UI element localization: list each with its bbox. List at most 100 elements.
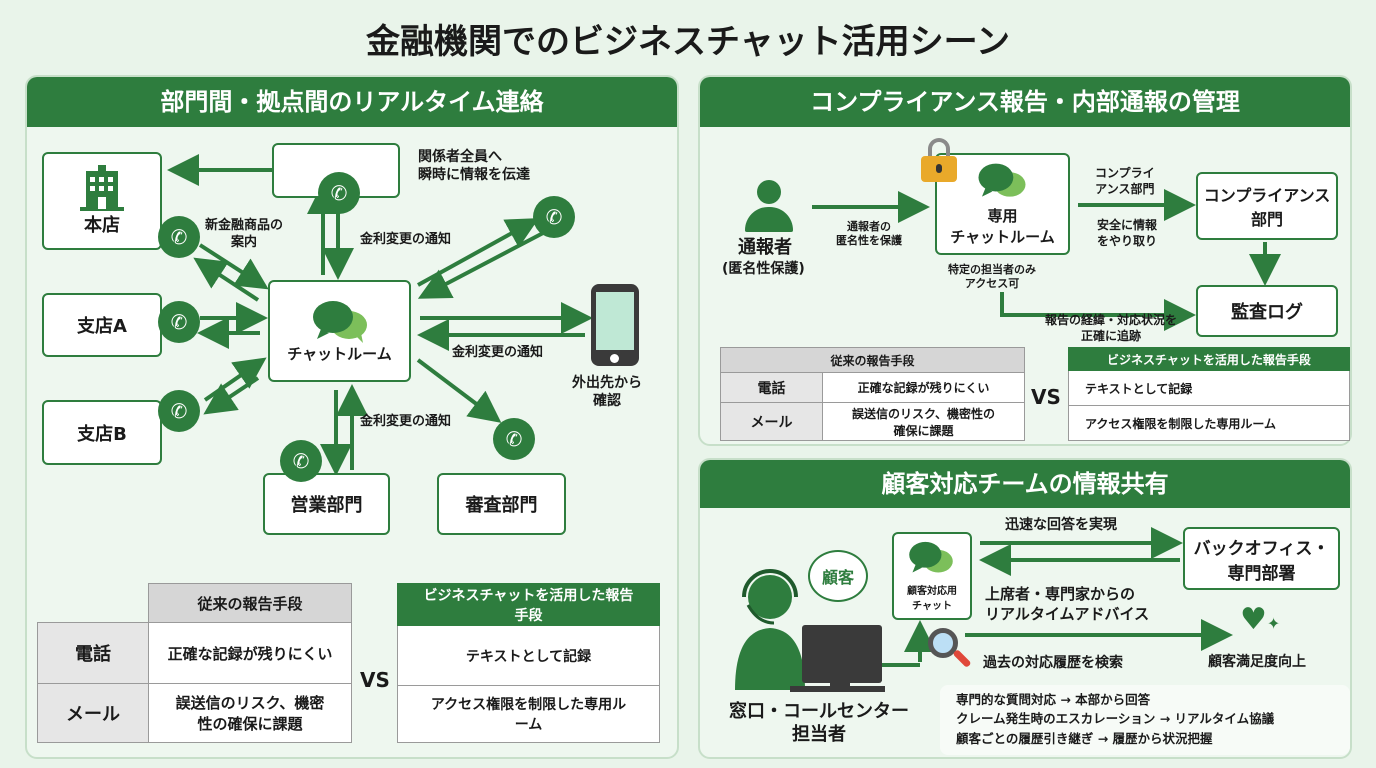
arrow [193,257,260,302]
lock-icon [921,138,957,182]
node-shiten-a: 支店A [42,293,162,357]
dept-label: 部門 [1250,210,1283,229]
old-cell: 誤送信のリスク、機密性の確保に課題 [148,683,352,743]
building-icon [80,165,124,211]
table-row: テキストとして記録 [1068,370,1350,406]
smartphone-icon [591,284,639,366]
table-row: メール誤送信のリスク、機密性の確保に課題 [720,402,1025,441]
phone-icon: ✆ [158,216,200,258]
mobile-label: 外出先から確認 [572,374,642,410]
new-methods-table: ビジネスチャットを活用した報告手段 テキストとして記録 アクセス権限を制限した専… [1068,347,1350,441]
label-line: 新金融商品の [205,218,284,233]
label-line: アクセス可 [964,277,1020,291]
new-cell: アクセス権限を制限した専用ルーム [1068,405,1350,441]
advice-label: 上席者・専門家からのリアルタイムアドバイス [985,585,1149,624]
customer-bubble: 顧客 [808,550,868,602]
room-label: チャットルーム [950,228,1055,246]
new-cell: アクセス権限を制限した専用ルーム [397,685,660,743]
anon-label: 通報者の匿名性を保護 [836,220,902,249]
magnifier-icon [928,628,958,658]
label-line: 担当者 [792,724,846,746]
arrow [203,376,260,415]
table-row: 電話正確な記録が残りにくい [37,622,352,684]
to-dept-label: コンプライアンス部門 [1095,166,1155,197]
arrow [198,243,269,290]
label-line: 安全に情報 [1097,218,1158,232]
phone-icon: ✆ [158,390,200,432]
label-line: 特定の担当者のみ [948,263,1036,276]
label-line: 外出先から [572,375,642,391]
table-row: テキストとして記録 [397,625,660,686]
backoffice-label: 専門部署 [1227,563,1296,584]
old-cell: 正確な記録が残りにくい [148,622,352,684]
track-label: 報告の経緯・対応状況を正確に追跡 [1045,313,1177,344]
phone-icon: ✆ [280,440,322,482]
phone-icon: ✆ [318,172,360,214]
label-line: 正確に追跡 [1081,328,1142,343]
table-row: アクセス権限を制限した専用ルーム [397,685,660,743]
satisfaction-label: 顧客満足度向上 [1208,654,1306,670]
search-label: 過去の対応履歴を検索 [983,655,1123,671]
label-line: 匿名性を保護 [836,234,902,248]
audit-log: 監査ログ [1196,285,1338,337]
old-cell: 誤送信のリスク、機密性の確保に課題 [822,402,1025,441]
chat-bubbles-icon [312,300,367,343]
compliance-dept: コンプライアンス部門 [1196,172,1338,240]
arrow [416,358,502,423]
table-row: メール誤送信のリスク、機密性の確保に課題 [37,683,352,743]
chat-label: 顧客対応用 [907,586,957,597]
label-line: 関係者全員へ [418,149,502,165]
table-row: アクセス権限を制限した専用ルーム [1068,405,1350,441]
label-line: 上席者・専門家からの [985,585,1136,603]
new-cell: テキストとして記録 [397,625,660,686]
reporter-label: 通報者 [738,237,792,258]
arrow [417,230,546,299]
method-cell: メール [37,683,149,743]
label-line: アンス部門 [1095,181,1155,196]
new-methods-table: ビジネスチャットを活用した報告手段 テキストとして記録 アクセス権限を制限した専… [397,583,660,743]
node-label: 本店 [84,215,120,236]
page-title: 金融機関でのビジネスチャット活用シーン [366,22,1010,62]
node-label: 審査部門 [465,495,538,516]
rate-label-bottom: 金利変更の通知 [360,414,452,429]
dedicated-chatroom: 専用チャットルーム [935,153,1070,255]
audit-label: 監査ログ [1231,302,1303,323]
rate-label-top: 金利変更の通知 [360,232,452,247]
old-methods-table: 従来の報告手段 電話正確な記録が残りにくい メール誤送信のリスク、機密性の確保に… [37,583,352,743]
vs-label: VS [360,668,390,692]
phone-icon: ✆ [493,418,535,460]
label-line: 窓口・コールセンター [729,701,909,722]
hand-heart-icon: ♥✦ [1240,602,1281,637]
vs-label: VS [1031,385,1061,409]
room-label: 専用 [987,207,1018,225]
node-label: チャットルーム [287,344,392,363]
table-header: 従来の報告手段 [148,583,352,623]
reporter-sub-label: (匿名性保護) [722,261,805,277]
label-line: 報告の経緯・対応状況を [1045,313,1178,327]
node-shiten-b: 支店B [42,400,162,465]
person-icon [745,180,793,232]
new-cell: テキストとして記録 [1068,370,1350,406]
label-line: 通報者の [847,220,891,233]
new-product-label: 新金融商品の案内 [205,218,283,252]
phone-icon: ✆ [158,301,200,343]
chat-bubbles-icon [909,541,953,573]
node-chatroom: チャットルーム [268,280,411,382]
backoffice-label: バックオフィス・ [1193,538,1330,559]
phone-icon: ✆ [533,196,575,238]
label-line: 確認 [593,393,621,410]
label-line: 案内 [231,234,258,250]
node-honten: 本店 [42,152,162,250]
table-row: 電話正確な記録が残りにくい [720,372,1025,403]
notes-box: 専門的な質問対応 → 本部から回答 クレーム発生時のエスカレーション → リアル… [940,685,1350,755]
node-shinsa: 審査部門 [437,473,566,535]
node-label: 支店A [77,316,127,337]
node-label: 支店B [77,423,127,445]
operator-icon [735,569,885,692]
note-item: 顧客ごとの履歴引き継ぎ → 履歴から状況把握 [956,730,1213,746]
old-cell: 正確な記録が残りにくい [822,372,1025,403]
table-header: ビジネスチャットを活用した報告手段 [1068,347,1350,371]
label-line: 瞬時に情報を伝達 [418,167,530,184]
old-methods-table: 従来の報告手段 電話正確な記録が残りにくい メール誤送信のリスク、機密性の確保に… [720,347,1025,441]
